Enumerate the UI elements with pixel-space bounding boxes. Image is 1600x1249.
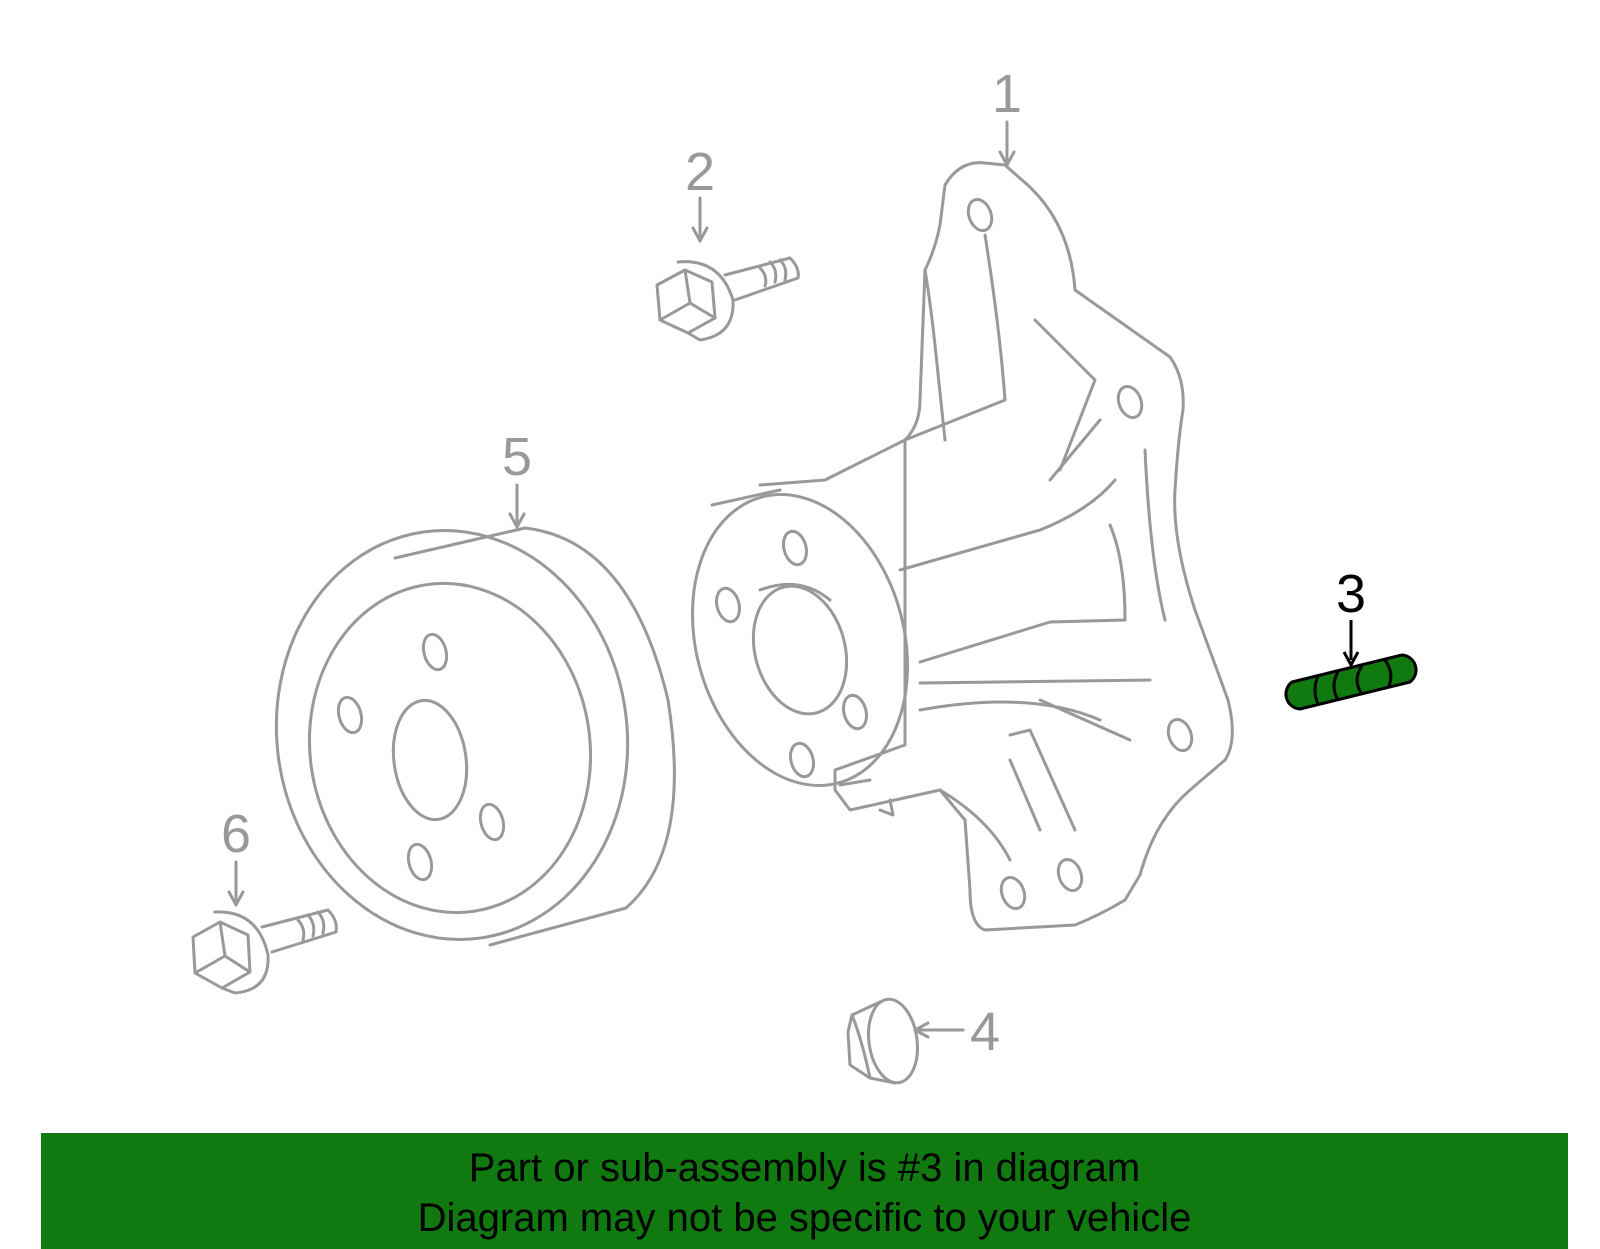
callout-arrows — [227, 120, 1016, 1039]
part-4-plug[interactable] — [846, 996, 923, 1086]
info-banner: Part or sub-assembly is #3 in diagram Di… — [41, 1133, 1568, 1249]
part-5-pulley[interactable] — [250, 508, 676, 963]
callout-6: 6 — [221, 804, 251, 864]
callout-1: 1 — [992, 64, 1022, 124]
part-1-water-pump[interactable] — [661, 161, 1234, 932]
banner-line-2: Diagram may not be specific to your vehi… — [417, 1196, 1192, 1240]
part-6-bolt[interactable] — [191, 908, 338, 995]
parts-diagram: 1 2 5 6 4 3 — [191, 64, 1418, 1086]
callout-4: 4 — [970, 1002, 1000, 1062]
callout-arrow-3 — [1342, 620, 1360, 669]
callout-5: 5 — [502, 427, 532, 487]
callout-3: 3 — [1336, 564, 1366, 624]
callout-2: 2 — [685, 142, 715, 202]
part-2-bolt[interactable] — [655, 256, 800, 342]
part-3-stud-highlighted[interactable] — [1284, 653, 1418, 711]
banner-line-1: Part or sub-assembly is #3 in diagram — [468, 1146, 1141, 1190]
